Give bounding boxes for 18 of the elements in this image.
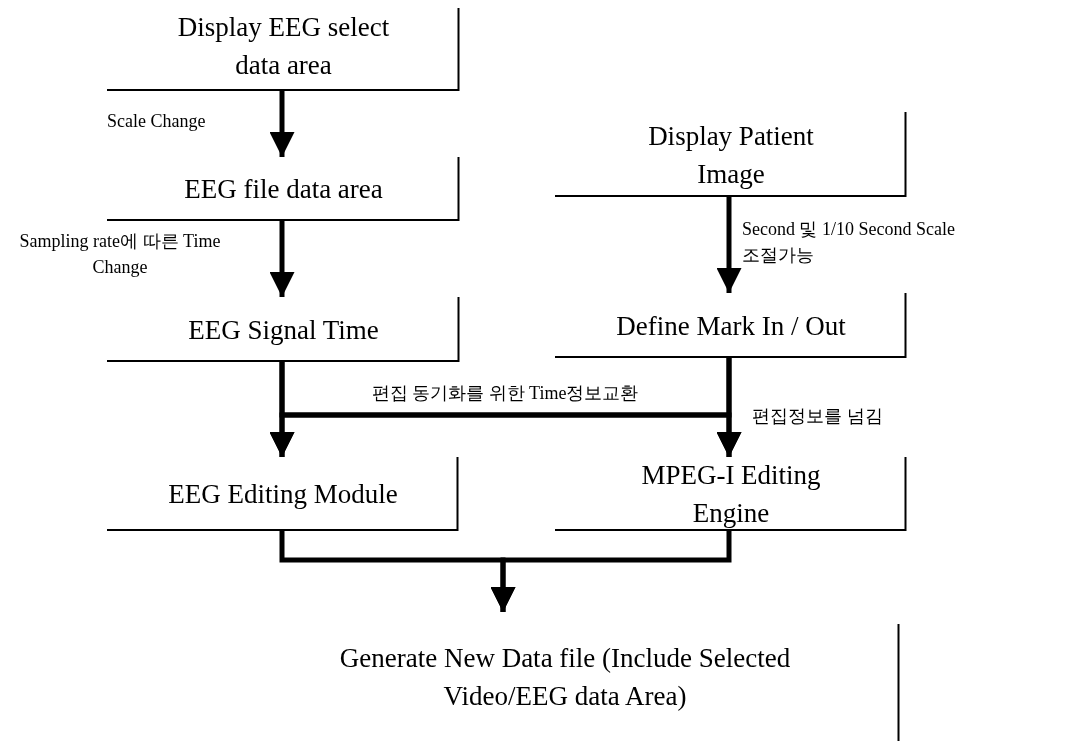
box-label: Display Patient Image bbox=[647, 119, 815, 191]
process-box bbox=[555, 112, 907, 197]
box-label: Display EEG select data area bbox=[176, 10, 391, 82]
arrow bbox=[490, 531, 732, 612]
box-label: EEG Editing Module bbox=[167, 478, 399, 511]
arrow bbox=[269, 221, 295, 297]
arrow bbox=[716, 197, 742, 293]
box-label: Generate New Data file (Include Selected Video/EEG data Area) bbox=[338, 642, 792, 713]
box-label: MPEG-I Editing Engine bbox=[640, 459, 822, 530]
arrow bbox=[269, 91, 295, 157]
process-box bbox=[107, 297, 460, 362]
process-box bbox=[107, 157, 460, 221]
process-box bbox=[107, 457, 459, 531]
process-box bbox=[555, 293, 907, 358]
process-box bbox=[555, 457, 907, 531]
box-label: EEG file data area bbox=[183, 173, 384, 206]
box-label: Define Mark In / Out bbox=[615, 309, 847, 343]
box-label: EEG Signal Time bbox=[187, 313, 380, 347]
